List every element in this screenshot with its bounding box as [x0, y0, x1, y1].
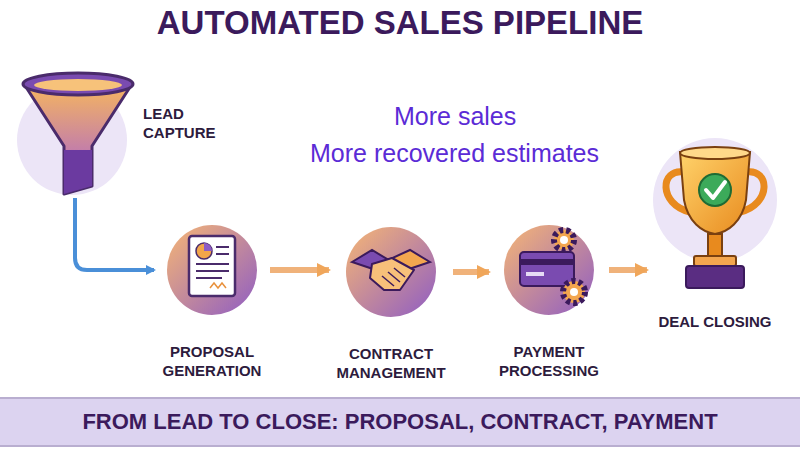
trophy-icon: [653, 138, 777, 288]
step-label: CONTRACT MANAGEMENT: [332, 344, 450, 382]
flow-arrow: [75, 198, 154, 270]
contract-step: CONTRACT MANAGEMENT: [329, 220, 453, 388]
step-label: PROPOSAL GENERATION: [157, 342, 267, 380]
handshake-icon: [346, 227, 436, 317]
step-label: LEAD CAPTURE: [143, 104, 239, 142]
funnel-icon: [17, 73, 133, 195]
deal-closing-step: DEAL CLOSING: [647, 140, 783, 340]
flow-arrow: [453, 269, 489, 275]
proposal-step: PROPOSAL GENERATION: [154, 218, 270, 386]
caption-text: FROM LEAD TO CLOSE: PROPOSAL, CONTRACT, …: [0, 409, 800, 435]
title: AUTOMATED SALES PIPELINE: [0, 4, 800, 42]
step-label: DEAL CLOSING: [650, 312, 780, 331]
proposal-icon: [167, 225, 257, 315]
caption-band: FROM LEAD TO CLOSE: PROPOSAL, CONTRACT, …: [0, 397, 800, 447]
slogan-text: More sales: [394, 102, 516, 131]
flow-arrow: [609, 267, 647, 273]
flow-arrow: [270, 267, 329, 273]
payment-step: PAYMENT PROCESSING: [489, 218, 609, 386]
slogan-text: More recovered estimates: [310, 139, 599, 168]
payment-icon: [504, 225, 594, 315]
lead-capture-step: LEAD CAPTURE: [15, 68, 230, 198]
step-label: PAYMENT PROCESSING: [492, 342, 606, 380]
